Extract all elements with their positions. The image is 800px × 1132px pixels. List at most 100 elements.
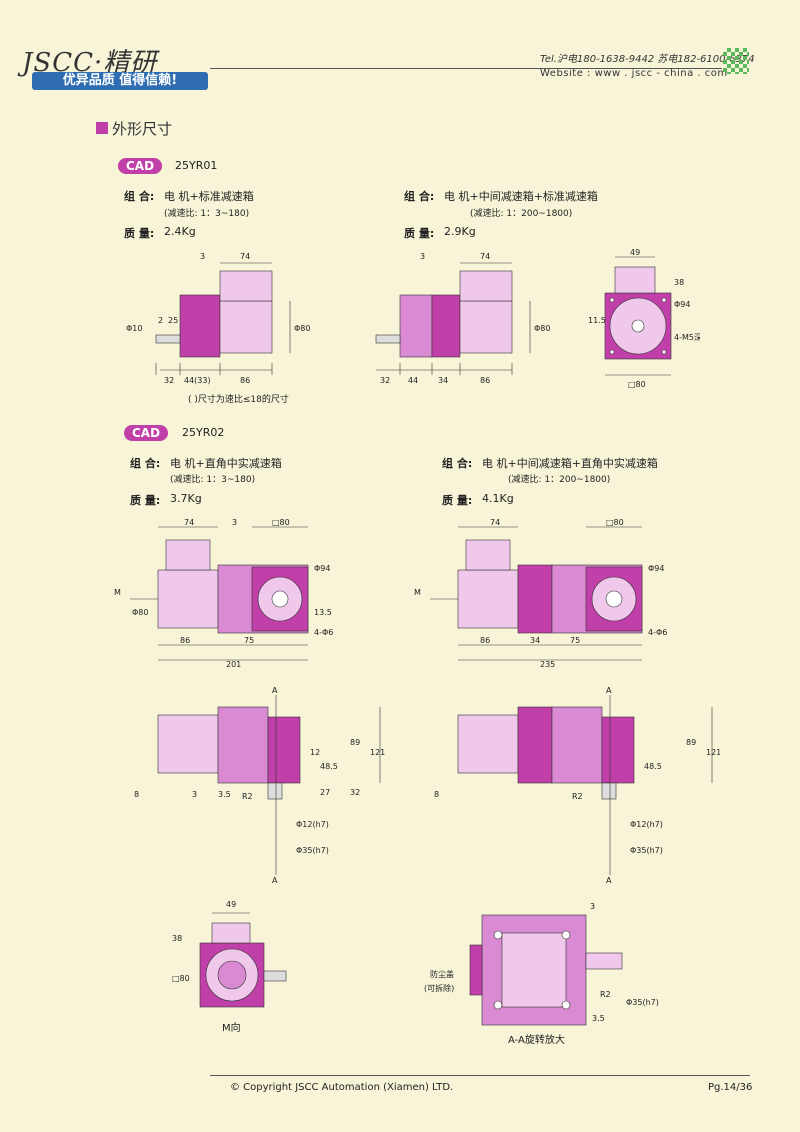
svg-text:A: A [272,686,278,695]
combo-text: 电 机+中间减速箱+直角中实减速箱 [482,457,658,470]
svg-text:75: 75 [244,636,254,645]
svg-text:Φ80: Φ80 [132,608,148,617]
dim-phi80: Φ80 [294,324,310,333]
svg-text:R2: R2 [242,792,253,801]
svg-text:38: 38 [172,934,182,943]
ratio-text: (减速比: 1：3~180) [170,475,256,485]
svg-text:48.5: 48.5 [320,762,338,771]
svg-text:89: 89 [350,738,360,747]
mass-label: 质 量: [130,494,161,507]
svg-text:235: 235 [540,660,555,669]
dim-m5: 4-M5深10 [674,333,700,342]
dim-38: 38 [674,278,684,287]
svg-text:8: 8 [134,790,139,799]
svg-text:防尘盖: 防尘盖 [430,969,454,979]
svg-text:Φ12(h7): Φ12(h7) [630,820,663,829]
dim-74: 74 [240,252,250,261]
dim-86: 86 [480,376,490,385]
svg-text:R2: R2 [600,990,611,999]
svg-text:3: 3 [192,790,197,799]
svg-text:A: A [272,876,278,885]
note-text: ( )尺寸为速比≤18的尺寸 [188,395,289,405]
svg-text:Φ94: Φ94 [314,564,330,573]
cad-badge-yr02[interactable]: CAD [124,425,168,441]
svg-text:Φ35(h7): Φ35(h7) [296,846,329,855]
combo-label: 组 合: [404,190,435,203]
header-divider [210,68,722,69]
svg-text:121: 121 [370,748,385,757]
gearbox-body [179,294,221,358]
dim-phi94: Φ94 [674,300,690,309]
svg-text:Φ12(h7): Φ12(h7) [296,820,329,829]
svg-text:3.5: 3.5 [218,790,231,799]
dim-44: 44 [408,376,418,385]
mass-value: 2.4Kg [164,225,196,238]
model-yr02: 25YR02 [182,426,225,439]
dim-3: 3 [200,252,205,261]
svg-text:□80: □80 [606,518,624,527]
dim-44-33: 44(33) [184,376,211,385]
svg-text:32: 32 [350,788,360,797]
mass-label: 质 量: [442,494,473,507]
svg-text:□80: □80 [272,518,290,527]
svg-text:Φ94: Φ94 [648,564,664,573]
contact-phone: Tel.沪电180-1638-9442 苏电182-6100-6374 [540,54,755,65]
drawings-yr02-detail: 49 38 □80 M向 防尘盖 (可拆除) 3 R2 3.5 Φ35(h7) … [172,900,659,1046]
svg-text:12: 12 [310,748,320,757]
svg-text:201: 201 [226,660,241,669]
dim-2: 2 [158,316,163,325]
motor-body [219,300,273,354]
svg-text:4-Φ6: 4-Φ6 [314,628,333,637]
dim-74: 74 [480,252,490,261]
svg-text:3: 3 [590,902,595,911]
combo-text: 电 机+标准减速箱 [164,190,254,203]
svg-text:3: 3 [232,518,237,527]
dim-3: 3 [420,252,425,261]
drawings-yr02-front: A A A A 8 3 3.5 R2 12 48.5 89 121 27 32 … [134,686,720,885]
footer-divider [210,1075,750,1076]
dim-phi10: Φ10 [126,324,142,333]
mass-label: 质 量: [404,227,435,240]
svg-text:M: M [414,588,421,597]
dim-32: 32 [164,376,174,385]
contact-website[interactable]: Website : www . jscc - china . com [540,68,728,79]
svg-text:A: A [606,686,612,695]
dim-86: 86 [240,376,250,385]
page-number: Pg.14/36 [708,1082,753,1093]
mass-value: 2.9Kg [444,225,476,238]
svg-text:86: 86 [180,636,190,645]
svg-text:□80: □80 [172,974,190,983]
mass-value: 4.1Kg [482,492,514,505]
ratio-text: (减速比: 1：200~1800) [470,209,573,219]
mass-value: 3.7Kg [170,492,202,505]
svg-text:86: 86 [480,636,490,645]
combo-text: 电 机+中间减速箱+标准减速箱 [444,190,598,203]
svg-text:A: A [606,876,612,885]
svg-text:49: 49 [226,900,236,909]
svg-text:3.5: 3.5 [592,1014,605,1023]
cad-badge-yr01[interactable]: CAD [118,158,162,174]
drawings-yr02-top: 74 3 □80 86 75 201 Φ94 4-Φ6 13.5 M Φ80 7… [114,518,667,669]
combo-label: 组 合: [442,457,473,470]
section-bullet-icon [96,122,108,134]
dim-49: 49 [630,248,640,257]
motor-terminal-box [219,270,273,302]
dim-25: 25 [168,316,178,325]
ratio-text: (减速比: 1：200~1800) [508,475,611,485]
dim-phi80: Φ80 [534,324,550,333]
footer-copyright: © Copyright JSCC Automation (Xiamen) LTD… [230,1082,454,1093]
svg-text:75: 75 [570,636,580,645]
svg-text:27: 27 [320,788,330,797]
checker-pattern-icon [723,48,749,74]
ratio-text: (减速比: 1：3~180) [164,209,250,219]
drawings-yr01: 3 74 32 44(33) 86 2 25 Φ80 Φ10 3 74 32 4… [126,248,700,389]
combo-label: 组 合: [130,457,161,470]
dim-32: 32 [380,376,390,385]
section-title: 外形尺寸 [112,120,173,138]
svg-text:8: 8 [434,790,439,799]
mass-label: 质 量: [124,227,155,240]
svg-text:Φ35(h7): Φ35(h7) [626,998,659,1007]
svg-text:74: 74 [184,518,194,527]
svg-text:89: 89 [686,738,696,747]
output-shaft [155,334,181,344]
